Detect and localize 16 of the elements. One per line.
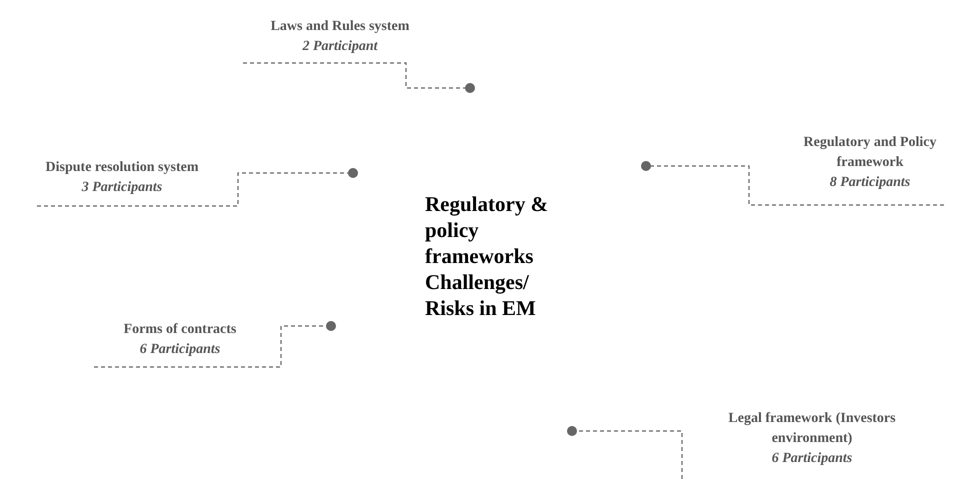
callout-label: Forms of contracts [122,321,238,339]
leader-line [641,161,944,206]
callout-label: Dispute resolution system [44,159,200,177]
leader-line [94,321,336,368]
participant-count: 3 Participants [80,179,164,197]
leader-line [243,62,475,93]
leader-line [37,168,358,207]
leader-line [567,426,683,479]
callout-label: Regulatory and Policy framework [802,134,938,172]
participant-count: 6 Participants [770,450,854,468]
participant-count: 8 Participants [828,174,912,192]
center-title: Regulatory & policy frameworks Challenges/ Risks in EM [425,191,550,321]
participant-count: 2 Participant [301,38,379,56]
participant-count: 6 Participants [138,341,222,359]
callout-label: Legal framework (Investors environment) [727,410,897,448]
callout-label: Laws and Rules system [270,18,410,36]
